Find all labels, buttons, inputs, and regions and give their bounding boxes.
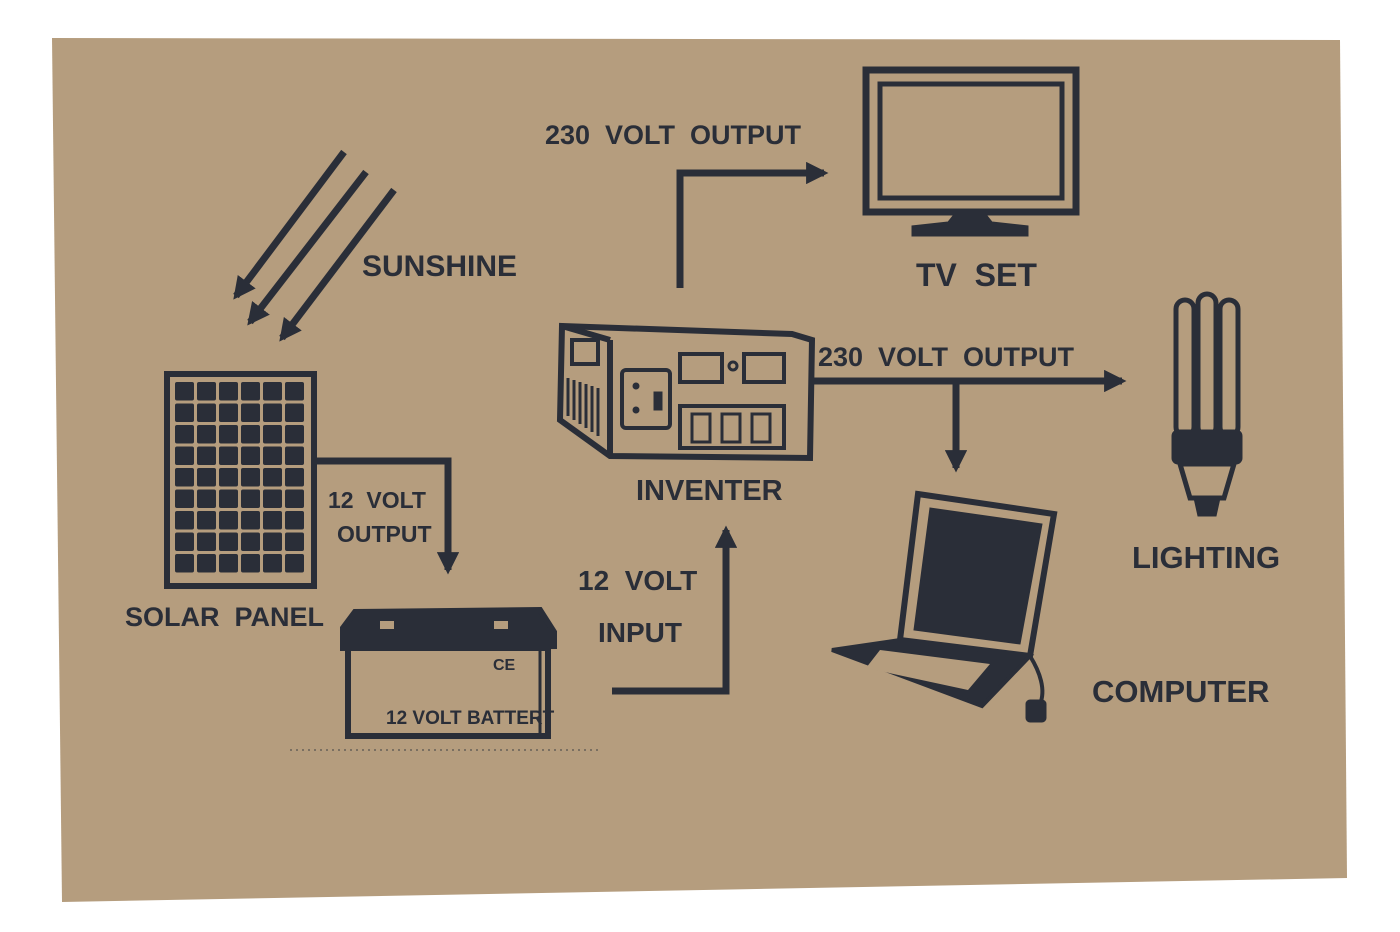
solar-cell (197, 403, 216, 422)
solar-cell (241, 446, 260, 465)
panel-to-battery-arrow (314, 457, 460, 575)
solar-cell (175, 489, 194, 508)
solar-cell (285, 446, 304, 465)
solar-cell (285, 511, 304, 530)
solar-cell (219, 511, 238, 530)
solar-cell (175, 403, 194, 422)
laptop-icon (831, 490, 1058, 723)
solar-cell (219, 532, 238, 551)
panel-output-label-line1: 12 VOLT (328, 487, 426, 513)
solar-cell (263, 511, 282, 530)
solar-cell (197, 532, 216, 551)
solar-cell (241, 403, 260, 422)
solar-cell (263, 554, 282, 573)
solar-cell (197, 425, 216, 444)
solar-cell (175, 446, 194, 465)
solar-cell (219, 382, 238, 401)
solar-cell (197, 468, 216, 487)
solar-cell (285, 489, 304, 508)
solar-cell (241, 425, 260, 444)
solar-cell (263, 489, 282, 508)
output-top-label: 230 VOLT OUTPUT (545, 120, 802, 150)
solar-cell (285, 532, 304, 551)
solar-cell (263, 382, 282, 401)
solar-cell (263, 532, 282, 551)
solar-cell (263, 468, 282, 487)
solar-cell (285, 403, 304, 422)
solar-cell (285, 382, 304, 401)
solar-cell (197, 489, 216, 508)
solar-cell (241, 382, 260, 401)
inverter-to-tv-arrow (676, 161, 829, 288)
solar-cell (241, 468, 260, 487)
solar-cell (219, 425, 238, 444)
lighting-label: LIGHTING (1132, 540, 1280, 575)
solar-cell (241, 489, 260, 508)
inverter-input-label-line1: 12 VOLT (578, 565, 697, 596)
inverter-icon (556, 322, 816, 462)
inverter-input-label-line2: INPUT (598, 617, 682, 648)
computer-label: COMPUTER (1092, 674, 1269, 709)
solar-cell (263, 446, 282, 465)
solar-cell (263, 403, 282, 422)
battery-to-inverter-arrow (612, 525, 738, 695)
sun-rays-icon (233, 149, 397, 342)
solar-cell (197, 446, 216, 465)
battery-ce-mark: CE (493, 657, 516, 674)
solar-cell (175, 425, 194, 444)
tv-icon (862, 66, 1080, 237)
cardboard-card (52, 38, 1347, 902)
solar-cell (197, 511, 216, 530)
cfl-bulb-icon (1171, 291, 1243, 517)
solar-cell (175, 532, 194, 551)
sunshine-label: SUNSHINE (362, 250, 517, 283)
solar-cell (175, 382, 194, 401)
solar-cell (219, 446, 238, 465)
inverter-label: INVENTER (636, 475, 783, 507)
solar-panel-label: SOLAR PANEL (125, 602, 324, 632)
solar-cell (285, 468, 304, 487)
solar-cell (219, 489, 238, 508)
solar-cell (241, 532, 260, 551)
solar-cell (197, 382, 216, 401)
solar-cell (175, 511, 194, 530)
output-right-label: 230 VOLT OUTPUT (818, 342, 1075, 372)
solar-cell (241, 554, 260, 573)
solar-cell (219, 468, 238, 487)
battery-label: 12 VOLT BATTERT (386, 708, 555, 729)
solar-cell (197, 554, 216, 573)
battery-terminals-icon (380, 621, 508, 629)
solar-cell (219, 403, 238, 422)
panel-output-label-line2: OUTPUT (337, 521, 432, 547)
solar-cell (175, 468, 194, 487)
solar-cell (219, 554, 238, 573)
solar-cell (263, 425, 282, 444)
battery-icon (340, 606, 557, 739)
solar-cell (285, 425, 304, 444)
solar-cell (175, 554, 194, 573)
tv-label: TV SET (916, 257, 1037, 293)
solar-cell (285, 554, 304, 573)
solar-panel-icon (164, 371, 317, 589)
solar-cell (241, 511, 260, 530)
